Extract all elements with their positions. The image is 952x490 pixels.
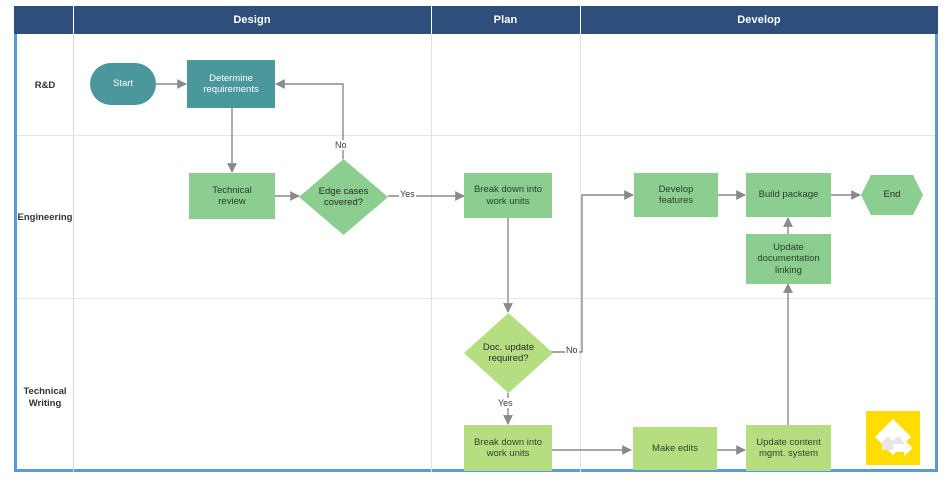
node-edge-cases-covered-line2: covered?: [323, 197, 364, 208]
node-update-documentation-linking[interactable]: Update documentation linking: [746, 234, 831, 284]
node-break-down-work-units-techwriting-line2: work units: [486, 448, 530, 459]
header-separator-1: [73, 6, 74, 34]
node-doc-update-required-line1: Doc. update: [482, 341, 535, 353]
node-develop-features[interactable]: Develop features: [634, 173, 718, 217]
phase-header-design: Design: [233, 14, 271, 26]
node-update-content-mgmt-system-line2: mgmt. system: [758, 448, 819, 459]
node-end[interactable]: End: [861, 175, 923, 215]
edge-label-no-edgecases: No: [334, 140, 348, 150]
node-develop-features-line1: Develop: [658, 183, 694, 195]
node-break-down-work-units-plan-line1: Break down into: [473, 184, 543, 195]
phase-header-develop: Develop: [737, 14, 781, 26]
lane-label-technical-writing-line1: Technical: [23, 386, 67, 397]
node-build-package[interactable]: Build package: [746, 173, 831, 217]
phase-header-plan: Plan: [493, 14, 518, 26]
node-break-down-work-units-techwriting[interactable]: Break down into work units: [464, 425, 552, 471]
node-technical-review[interactable]: Technical review: [189, 173, 275, 219]
lane-label-column-divider: [73, 34, 74, 472]
phase-header-band: Design Plan Develop: [14, 6, 938, 34]
node-update-documentation-linking-line3: linking: [775, 264, 802, 276]
header-separator-3: [580, 6, 581, 34]
node-break-down-work-units-techwriting-line1: Break down into: [473, 436, 543, 448]
node-technical-review-line1: Technical: [212, 184, 252, 196]
node-develop-features-line2: features: [658, 195, 694, 206]
node-determine-requirements-line2: requirements: [203, 84, 259, 95]
node-update-documentation-linking-line1: Update: [773, 241, 804, 253]
node-determine-requirements[interactable]: Determine requirements: [187, 60, 275, 108]
node-update-documentation-linking-line2: documentation: [757, 253, 820, 265]
lane-label-technical-writing: Technical Writing: [17, 386, 73, 410]
phase-divider-design-plan: [431, 34, 432, 472]
node-end-label: End: [883, 189, 901, 201]
node-technical-review-line2: review: [218, 196, 246, 207]
lane-label-technical-writing-line2: Writing: [28, 398, 62, 409]
node-start-label: Start: [112, 78, 134, 90]
node-break-down-work-units-plan-line2: work units: [486, 195, 530, 207]
header-separator-2: [431, 6, 432, 34]
node-update-content-mgmt-system[interactable]: Update content mgmt. system: [746, 425, 831, 471]
phase-divider-plan-develop: [580, 34, 581, 472]
node-update-content-mgmt-system-line1: Update content: [756, 436, 821, 448]
lane-divider-rd-engineering: [17, 135, 935, 136]
node-build-package-label: Build package: [758, 189, 819, 201]
edge-label-yes-docupdate: Yes: [497, 398, 514, 408]
lane-label-rd: R&D: [34, 80, 56, 91]
edge-label-no-docupdate: No: [565, 345, 579, 355]
node-edge-cases-covered-line1: Edge cases: [318, 185, 369, 197]
node-make-edits-label: Make edits: [652, 442, 698, 454]
lane-divider-engineering-techwriting: [17, 298, 935, 299]
flag-arrow-icon: [875, 419, 913, 456]
node-doc-update-required-line2: required?: [488, 353, 529, 364]
brand-logo-watermark: [866, 411, 920, 465]
node-start[interactable]: Start: [90, 63, 156, 105]
lane-label-engineering: Engineering: [17, 212, 73, 223]
edge-label-yes-edgecases: Yes: [399, 189, 416, 199]
node-make-edits[interactable]: Make edits: [633, 427, 717, 470]
node-break-down-work-units-plan[interactable]: Break down into work units: [464, 173, 552, 218]
node-determine-requirements-line1: Determine: [209, 72, 253, 84]
